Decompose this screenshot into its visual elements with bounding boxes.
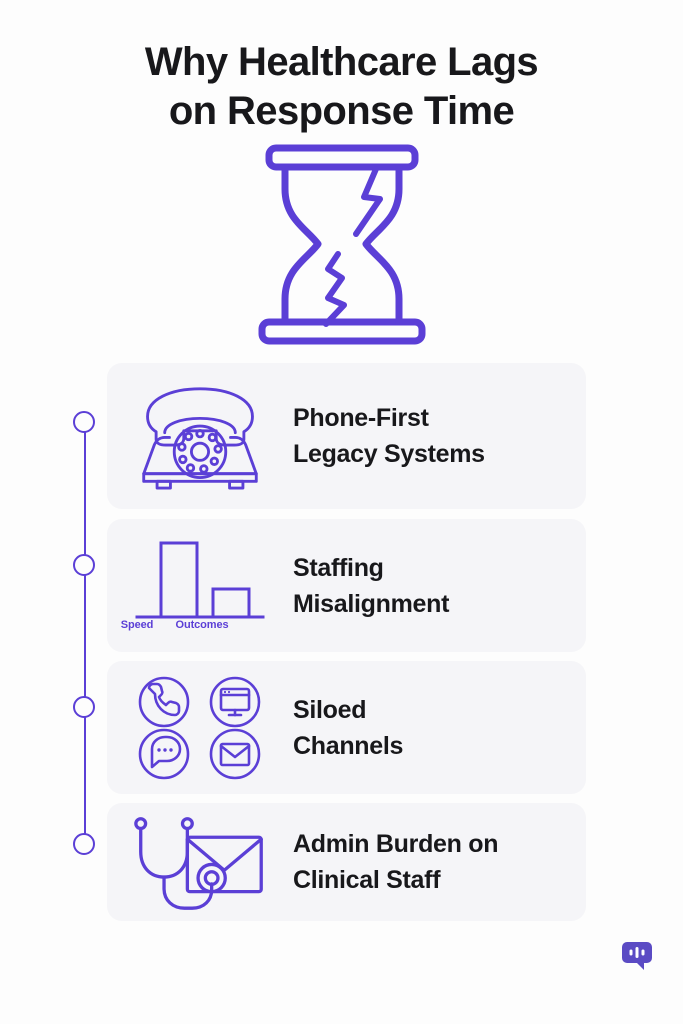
card-title-line-1: Siloed <box>293 695 367 724</box>
card-title-line-1: Phone-First <box>293 404 429 432</box>
rotary-telephone-icon <box>107 382 293 491</box>
timeline-dot-2 <box>73 554 95 576</box>
card-text-siloed-channels: Siloed Channels <box>293 692 586 764</box>
card-title-line-1: Staffing <box>293 553 384 582</box>
card-text-admin-burden: Admin Burden on Clinical Staff <box>293 826 586 898</box>
card-title-line-1: Admin Burden on <box>293 830 499 858</box>
card-title-line-2: Clinical Staff <box>293 866 441 894</box>
four-channel-icons <box>107 675 293 781</box>
card-text-staffing: Staffing Misalignment <box>293 550 586 622</box>
card-title-line-2: Misalignment <box>293 589 450 618</box>
reason-card-staffing: Speed Outcomes Staffing Misalignment <box>107 519 586 652</box>
timeline-dot-1 <box>73 411 95 433</box>
chat-bubble-icon <box>138 728 190 779</box>
bar-label-speed: Speed <box>120 619 154 631</box>
envelope-icon <box>209 728 261 779</box>
browser-window-monitor-icon <box>209 676 261 727</box>
card-text-phone-first: Phone-First Legacy Systems <box>293 400 586 472</box>
phone-handset-icon <box>138 676 190 727</box>
card-title-line-2: Legacy Systems <box>293 440 485 468</box>
timeline-dot-4 <box>73 833 95 855</box>
bar-chart-category-labels: Speed Outcomes <box>107 619 237 631</box>
timeline-dot-3 <box>73 696 95 718</box>
bar-label-outcomes: Outcomes <box>175 619 229 631</box>
timeline-rail <box>66 400 104 880</box>
title-line-2: on Response Time <box>168 89 515 133</box>
timeline-connector-line <box>84 422 86 854</box>
page-title: Why Healthcare Lags on Response Time <box>0 38 683 136</box>
broken-hourglass-icon <box>252 142 432 347</box>
speech-bubble-waveform-logo <box>619 938 655 974</box>
stethoscope-envelope-icon <box>107 811 293 914</box>
reason-card-siloed-channels: Siloed Channels <box>107 661 586 794</box>
title-line-1: Why Healthcare Lags <box>144 40 539 84</box>
card-title-line-2: Channels <box>293 731 404 760</box>
bar-chart-icon: Speed Outcomes <box>107 533 293 638</box>
reason-card-admin-burden: Admin Burden on Clinical Staff <box>107 803 586 921</box>
reason-card-phone-first: Phone-First Legacy Systems <box>107 363 586 509</box>
